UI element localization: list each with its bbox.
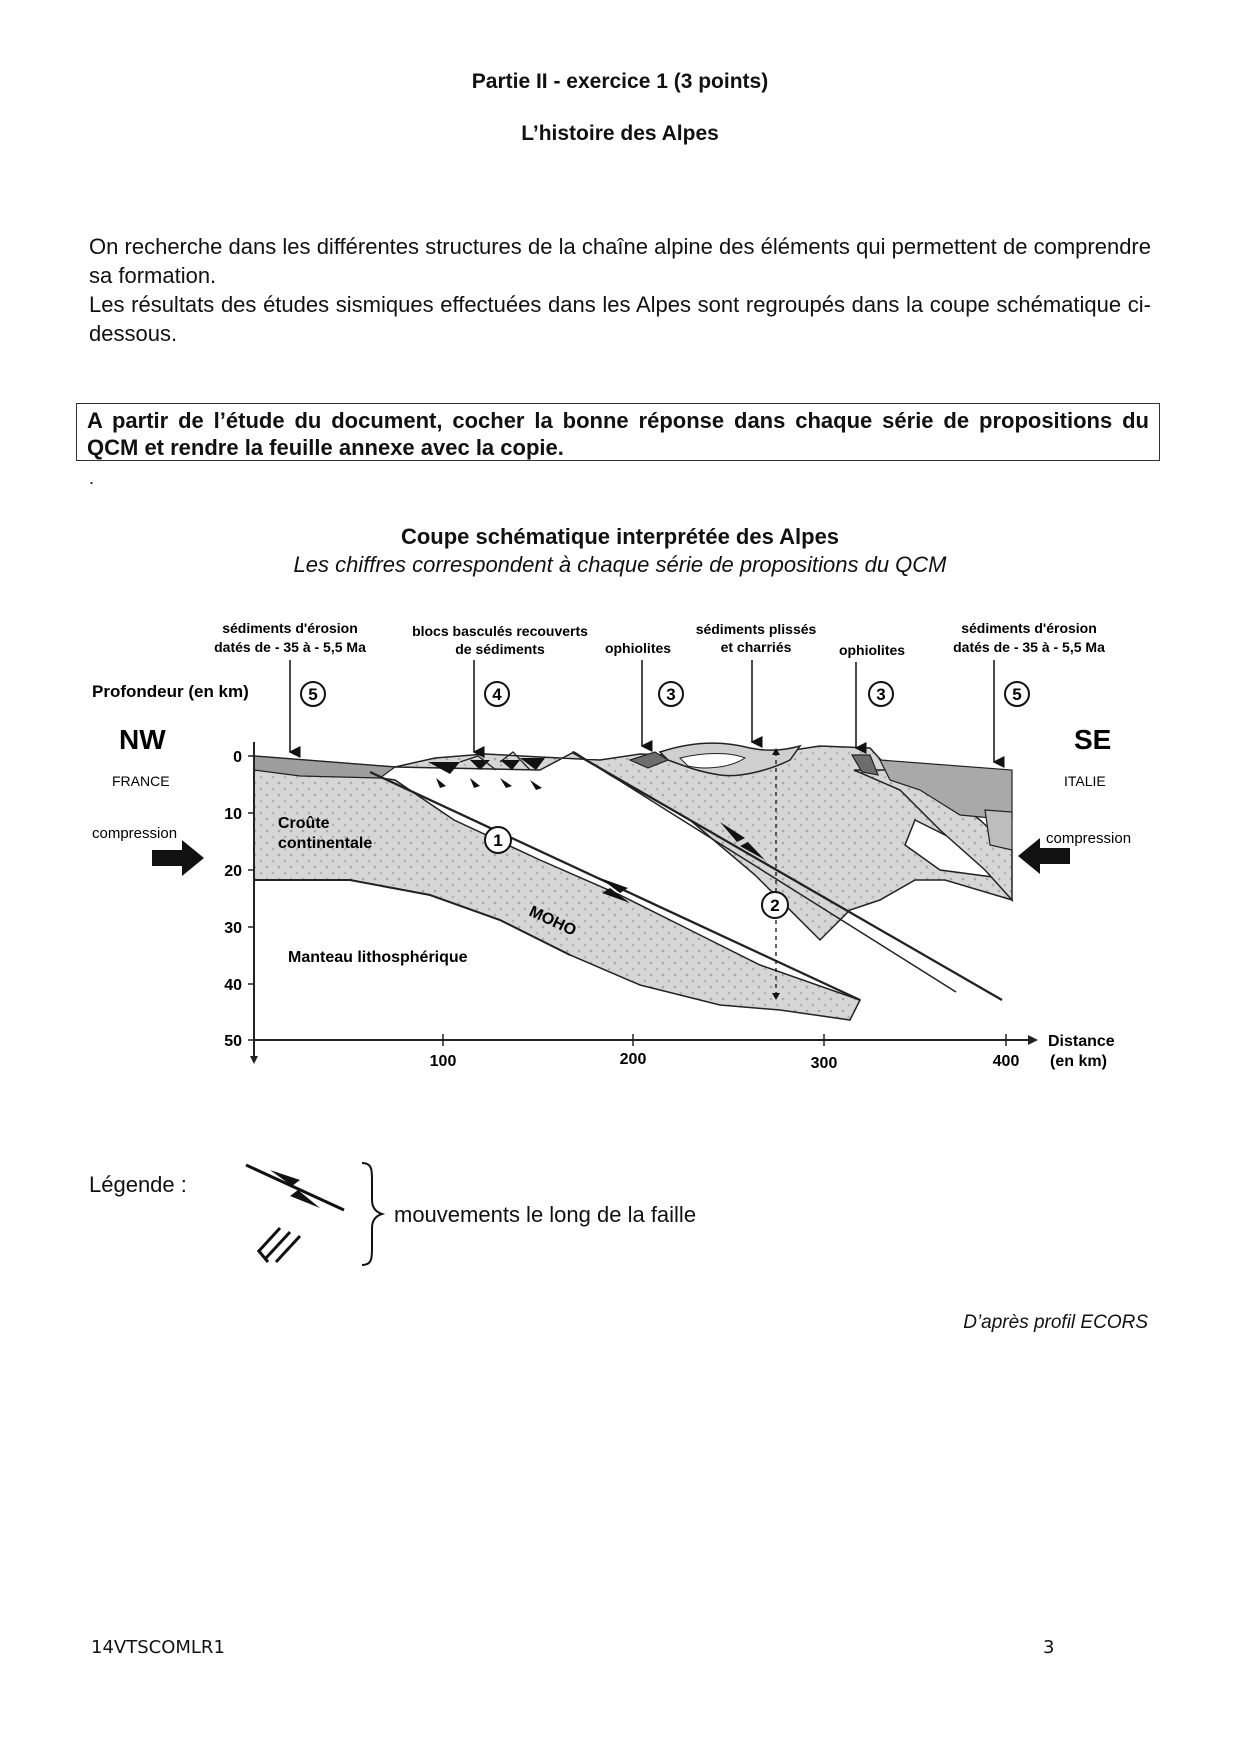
figure-source: D’après profil ECORS — [963, 1312, 1148, 1334]
depth-tick-10: 10 — [224, 806, 242, 823]
depth-tick-20: 20 — [224, 863, 242, 880]
label-croute-2: continentale — [278, 835, 372, 852]
label-ophiolites-right: ophiolites — [839, 642, 905, 658]
distance-tick-300: 300 — [811, 1055, 838, 1072]
label-sed-erosion-left-1: sédiments d'érosion — [222, 620, 358, 636]
legend-text: mouvements le long de la faille — [394, 1202, 696, 1228]
distance-tick-200: 200 — [620, 1051, 647, 1068]
marker-3-right: 3 — [876, 685, 885, 704]
distance-axis-label-2: (en km) — [1050, 1053, 1107, 1070]
footer-code: 14VTSCOMLR1 — [91, 1637, 225, 1658]
compression-arrow-left — [152, 840, 204, 876]
legend-fault-symbol-2 — [258, 1228, 300, 1262]
label-compression-right: compression — [1046, 830, 1131, 847]
distance-tick-400: 400 — [993, 1053, 1020, 1070]
label-sed-plisses-2: et charriés — [721, 639, 792, 655]
label-sed-plisses-1: sédiments plissés — [696, 621, 817, 637]
depth-tick-40: 40 — [224, 977, 242, 994]
depth-axis-arrow — [250, 1056, 258, 1064]
depth-tick-30: 30 — [224, 920, 242, 937]
label-sed-erosion-right-2: datés de - 35 à - 5,5 Ma — [953, 639, 1105, 655]
fault-arrows-small — [436, 778, 542, 790]
legend-label: Légende : — [89, 1172, 187, 1198]
distance-axis-arrow — [1028, 1035, 1038, 1045]
legend-brace — [362, 1163, 382, 1265]
label-ophiolites-left: ophiolites — [605, 640, 671, 656]
marker-4: 4 — [492, 685, 502, 704]
label-manteau: Manteau lithosphérique — [288, 949, 468, 966]
label-france: FRANCE — [112, 773, 170, 789]
marker-2: 2 — [770, 896, 779, 915]
distance-tick-100: 100 — [430, 1053, 457, 1070]
depth-tick-50: 50 — [224, 1033, 242, 1050]
label-nw: NW — [119, 724, 166, 755]
label-compression-left: compression — [92, 825, 177, 842]
distance-axis-label-1: Distance — [1048, 1033, 1115, 1050]
label-italie: ITALIE — [1064, 773, 1106, 789]
legend-fault-symbol-1 — [246, 1165, 344, 1210]
label-croute-1: Croûte — [278, 815, 330, 832]
marker-5-left: 5 — [308, 685, 317, 704]
label-depth-axis: Profondeur (en km) — [92, 682, 249, 701]
marker-1: 1 — [493, 831, 502, 850]
marker-5-right: 5 — [1012, 685, 1021, 704]
marker-3-left: 3 — [666, 685, 675, 704]
label-se: SE — [1074, 724, 1111, 755]
pointer-arrows — [290, 660, 994, 762]
label-blocs-1: blocs basculés recouverts — [412, 623, 588, 639]
label-sed-erosion-left-2: datés de - 35 à - 5,5 Ma — [214, 639, 366, 655]
page-number: 3 — [1043, 1637, 1054, 1658]
label-sed-erosion-right-1: sédiments d'érosion — [961, 620, 1097, 636]
depth-tick-0: 0 — [233, 749, 242, 766]
label-blocs-2: de sédiments — [455, 641, 545, 657]
